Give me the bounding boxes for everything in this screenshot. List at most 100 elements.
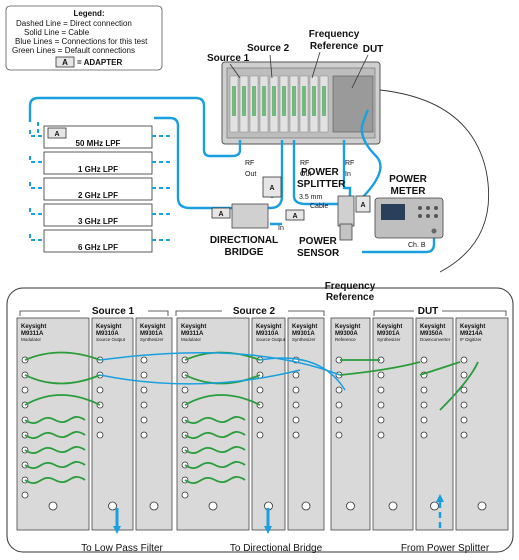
- module-rf-port: [208, 501, 218, 511]
- module-model: M9310A: [256, 331, 279, 337]
- test-cable: [99, 369, 301, 385]
- adapter-bridge-right-label: A: [292, 213, 297, 220]
- module-desc: Synthesizer: [377, 337, 401, 342]
- module-port: [460, 356, 468, 364]
- module-port: [21, 386, 29, 394]
- top-cables: [28, 96, 436, 254]
- chassis-slot-cable: [252, 86, 256, 116]
- module-model: M9301A: [140, 331, 163, 337]
- chassis-slot-cable: [292, 86, 296, 116]
- module-port: [335, 401, 343, 409]
- power-meter: [374, 197, 444, 239]
- module-port: [420, 356, 428, 364]
- rf-out-1-label: RF: [245, 160, 254, 167]
- bottom-freqref-label-1: Frequency: [325, 281, 376, 292]
- module-model: M9311A: [21, 331, 44, 337]
- test-cable: [99, 351, 341, 376]
- module-model: M9301A: [292, 331, 315, 337]
- module-port: [377, 371, 385, 379]
- legend-adapter-key: A: [62, 58, 68, 67]
- module-port: [460, 416, 468, 424]
- adapter-filter: [47, 127, 67, 139]
- module-port: [21, 491, 29, 499]
- adapter-bridge-left-label: A: [218, 211, 223, 218]
- module-port: [420, 431, 428, 439]
- rf-out-2-label-b: Out: [300, 171, 311, 178]
- top-freqref-label-1: Frequency: [309, 29, 360, 40]
- bridge-in-label: In: [278, 225, 284, 232]
- module-brand: Keysight: [140, 324, 165, 330]
- legend-adapter-text: = ADAPTER: [77, 58, 122, 67]
- module-model: M9350A: [420, 331, 443, 337]
- bridge-label-1: DIRECTIONAL: [210, 235, 278, 246]
- filter-label: 2 GHz LPF: [78, 191, 118, 200]
- module-brand: Keysight: [256, 324, 281, 330]
- test-cable: [259, 357, 346, 391]
- chassis-top: [221, 61, 381, 145]
- module-port: [181, 491, 189, 499]
- module-port: [140, 431, 148, 439]
- module-rf-port: [301, 501, 311, 511]
- module-port: [460, 386, 468, 394]
- module-port: [377, 386, 385, 394]
- module-brand: Keysight: [21, 324, 46, 330]
- rf-in-label-b: In: [345, 171, 351, 178]
- module-desc: Source Output: [256, 337, 286, 342]
- module-model: M9311A: [181, 331, 204, 337]
- bottom-from-splitter: From Power Splitter: [401, 543, 490, 554]
- module-rf-port: [477, 501, 487, 511]
- default-cable: [184, 446, 246, 454]
- bottom-to-lpf: To Low Pass Filter: [81, 543, 163, 554]
- filter-label: 1 GHz LPF: [78, 165, 118, 174]
- module-port: [377, 416, 385, 424]
- default-cable: [184, 431, 246, 439]
- filter-dashed-link: [29, 156, 170, 163]
- top-freqref-label-2: Reference: [310, 41, 359, 52]
- module-port: [256, 416, 264, 424]
- module-model: M9214A: [460, 331, 483, 337]
- legend-adapter-box: [55, 56, 75, 68]
- module-brand: Keysight: [377, 324, 402, 330]
- adapter-rfin-label: A: [360, 202, 365, 209]
- module-port: [140, 356, 148, 364]
- module-brand: Keysight: [420, 324, 445, 330]
- default-cable: [24, 416, 86, 424]
- module-port: [256, 386, 264, 394]
- module-port: [292, 416, 300, 424]
- splitter-label-1: POWER: [301, 167, 340, 178]
- default-cable: [419, 361, 461, 376]
- module-model: M9310A: [96, 331, 119, 337]
- module-port: [292, 431, 300, 439]
- chassis-slot-cable: [262, 86, 266, 116]
- default-cable: [24, 476, 86, 484]
- module-rf-port: [108, 501, 117, 511]
- meter-label-1: POWER: [389, 174, 428, 185]
- legend-line-green: Green Lines = Default connections: [12, 46, 135, 55]
- default-cable: [24, 446, 86, 454]
- module-brand: Keysight: [335, 324, 360, 330]
- module-port: [377, 431, 385, 439]
- module-model: M9300A: [335, 331, 358, 337]
- default-cable: [184, 461, 246, 469]
- module-port: [181, 386, 189, 394]
- default-cable: [24, 431, 86, 439]
- default-cable: [24, 374, 101, 385]
- default-cable: [24, 461, 86, 469]
- chassis-slot-cable: [232, 86, 236, 116]
- sensor-label-2: SENSOR: [297, 248, 340, 259]
- meter-label-2: METER: [391, 186, 427, 197]
- cable-label-2: Cable: [310, 203, 328, 210]
- module-port: [460, 401, 468, 409]
- module-desc: Modulator: [181, 337, 202, 342]
- filter-dashed-link: [29, 182, 170, 189]
- default-cable: [184, 416, 246, 424]
- legend-title: Legend:: [73, 9, 104, 18]
- module-rf-port: [430, 501, 439, 511]
